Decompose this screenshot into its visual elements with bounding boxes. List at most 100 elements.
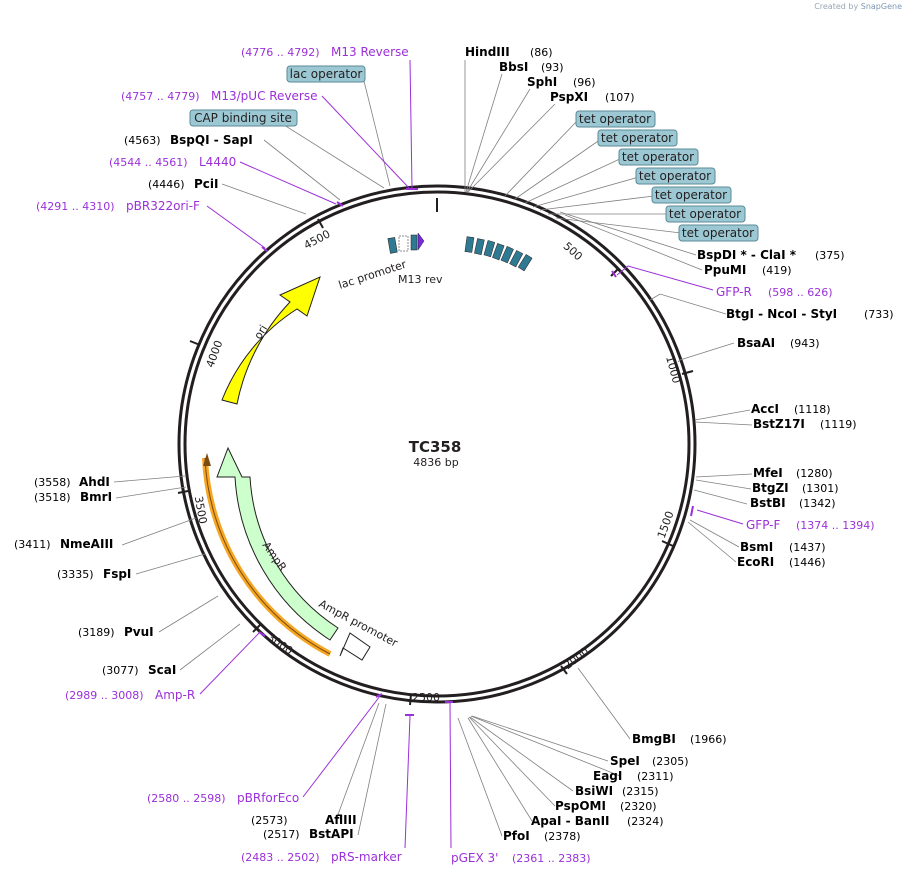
tick-marks — [177, 218, 694, 706]
site-pos-pvui: (3189) — [78, 626, 115, 639]
site-name-bmri: BmrI — [80, 490, 112, 504]
tet-leader-lines — [504, 119, 682, 234]
tet-operator-box-7: tet operator — [682, 226, 754, 240]
site-pos-scai: (3077) — [102, 664, 139, 677]
primer-name-l4440: L4440 — [199, 155, 236, 169]
tick-label-3500: 3500 — [192, 495, 210, 525]
orange-feature-outline — [204, 457, 331, 655]
tick-labels: 500 1000 1500 2000 2500 3000 3500 4000 4… — [192, 227, 683, 704]
site-name-pspomi: PspOMI — [555, 799, 606, 813]
primer-leader-lines — [199, 59, 744, 849]
primer-range-gfp-r: (598 .. 626) — [768, 286, 833, 299]
site-name-mfei: MfeI — [753, 466, 783, 480]
site-name-hindiii: HindIII — [465, 45, 510, 59]
tet-operator-boxes — [464, 236, 533, 272]
enzyme-leader-lines — [113, 60, 753, 837]
enzyme-labels: HindIII (86) BbsI (93) SphI (96) PspXI (… — [14, 45, 894, 843]
site-pos-btgzi: (1301) — [802, 482, 839, 495]
primer-range-l4440: (4544 .. 4561) — [109, 156, 188, 169]
site-pos-apai-banii: (2324) — [627, 815, 664, 828]
site-pos-bbsi: (93) — [541, 61, 564, 74]
cap-binding-site-box: CAP binding site — [194, 111, 292, 125]
site-name-bspdi-clai: BspDI * - ClaI * — [697, 248, 797, 262]
feature-boxes: lac operator CAP binding site tet operat… — [189, 65, 759, 242]
ampr-arrow — [216, 446, 339, 641]
site-pos-afliii: (2573) — [251, 814, 288, 827]
primer-range-pbr322ori-f: (4291 .. 4310) — [36, 200, 115, 213]
primer-name-pbrforeco: pBRforEco — [237, 791, 299, 805]
site-pos-acci: (1118) — [794, 403, 831, 416]
site-pos-bsiwi: (2315) — [622, 785, 659, 798]
site-name-eagi: EagI — [593, 769, 622, 783]
ori-label: ori — [252, 323, 271, 342]
site-name-bbsi: BbsI — [499, 60, 528, 74]
tet-operator-box-4: tet operator — [639, 169, 711, 183]
primer-name-m13-puc-reverse: M13/pUC Reverse — [211, 89, 318, 103]
site-pos-btgi-ncoi-styi: (733) — [864, 308, 894, 321]
primer-name-prs-marker: pRS-marker — [331, 850, 402, 864]
site-pos-bmri: (3518) — [34, 491, 71, 504]
site-name-apai-banii: ApaI - BanII — [531, 814, 610, 828]
site-pos-bspqi-sapi: (4563) — [124, 134, 161, 147]
primer-range-prs-marker: (2483 .. 2502) — [241, 851, 320, 864]
site-pos-eagi: (2311) — [637, 770, 674, 783]
tet-operator-box-6: tet operator — [669, 207, 741, 221]
site-name-spei: SpeI — [610, 754, 640, 768]
credit-prefix: Created by — [814, 2, 859, 11]
tet-operator-box-3: tet operator — [622, 150, 694, 164]
site-pos-bmgbi: (1966) — [690, 733, 727, 746]
lac-region — [387, 232, 425, 254]
backbone-inner — [183, 190, 691, 698]
site-pos-ecori: (1446) — [789, 556, 826, 569]
site-name-bstapi: BstAPI — [309, 827, 354, 841]
primer-range-amp-r: (2989 .. 3008) — [65, 689, 144, 702]
ampr-promoter-arrow — [339, 632, 371, 661]
credit-brand: SnapGene — [860, 2, 902, 11]
tet-operator-box-5: tet operator — [655, 188, 727, 202]
primer-name-amp-r: Amp-R — [155, 688, 195, 702]
site-pos-pcii: (4446) — [148, 178, 185, 191]
site-name-pspxi: PspXI — [550, 90, 588, 104]
site-pos-pspomi: (2320) — [620, 800, 657, 813]
site-name-scai: ScaI — [148, 663, 176, 677]
site-name-ahdi: AhdI — [79, 475, 110, 489]
site-name-bstbi: BstBI — [750, 496, 786, 510]
tick-label-3000: 3000 — [265, 631, 295, 658]
primer-range-m13-puc-reverse: (4757 .. 4779) — [121, 90, 200, 103]
primer-range-gfp-f: (1374 .. 1394) — [796, 519, 875, 532]
tick-label-500: 500 — [561, 240, 585, 264]
tet-operator-box-1: tet operator — [579, 112, 651, 126]
tick-label-4500: 4500 — [302, 227, 333, 252]
primer-range-m13-reverse: (4776 .. 4792) — [241, 46, 320, 59]
primer-name-pbr322ori-f: pBR322ori-F — [126, 199, 200, 213]
primer-name-m13-reverse: M13 Reverse — [331, 45, 409, 59]
tick-label-2500: 2500 — [412, 691, 440, 704]
primer-range-pbrforeco: (2580 .. 2598) — [147, 792, 226, 805]
site-name-bsmi: BsmI — [740, 540, 773, 554]
site-pos-hindiii: (86) — [530, 46, 553, 59]
site-pos-mfei: (1280) — [796, 467, 833, 480]
backbone-outer — [177, 184, 697, 704]
site-pos-spei: (2305) — [652, 755, 689, 768]
site-name-ppumi: PpuMI — [704, 263, 746, 277]
tet-operator-box-2: tet operator — [601, 131, 673, 145]
site-name-acci: AccI — [751, 402, 779, 416]
site-pos-ppumi: (419) — [762, 264, 792, 277]
site-pos-bsmi: (1437) — [789, 541, 826, 554]
site-pos-bsaai: (943) — [790, 337, 820, 350]
primer-name-gfp-r: GFP-R — [716, 285, 752, 299]
lac-operator-box: lac operator — [290, 67, 363, 81]
primer-range-pgex-3: (2361 .. 2383) — [512, 852, 591, 865]
primer-name-pgex-3: pGEX 3' — [451, 851, 498, 865]
primer-marks — [258, 188, 694, 716]
site-pos-fspi: (3335) — [57, 568, 94, 581]
ori-arrow — [221, 276, 321, 405]
site-name-btgzi: BtgZI — [752, 481, 789, 495]
site-name-pcii: PciI — [194, 177, 219, 191]
tick-label-2000: 2000 — [561, 645, 591, 672]
site-pos-sphi: (96) — [573, 76, 596, 89]
primer-labels: M13 Reverse (4776 .. 4792) M13/pUC Rever… — [36, 45, 875, 865]
site-name-btgi-ncoi-styi: BtgI - NcoI - StyI — [726, 307, 837, 321]
site-pos-bstapi: (2517) — [263, 828, 300, 841]
